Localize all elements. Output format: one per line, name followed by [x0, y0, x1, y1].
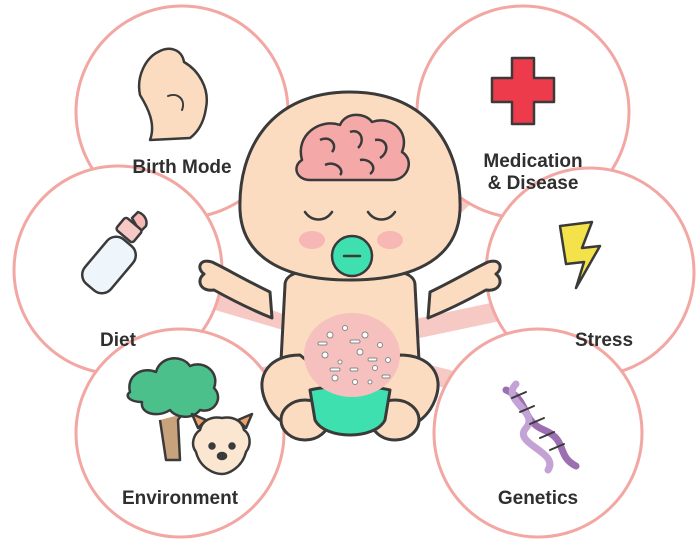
label-birth-mode: Birth Mode	[132, 157, 231, 178]
label-diet: Diet	[100, 330, 137, 351]
microbiome-belly	[304, 313, 400, 397]
label-medication-line1: Medication	[483, 151, 582, 172]
label-genetics: Genetics	[498, 488, 578, 509]
label-stress: Stress	[575, 330, 633, 351]
label-environment: Environment	[122, 488, 239, 509]
label-medication-line2: & Disease	[488, 173, 579, 194]
pacifier-icon	[332, 236, 372, 276]
